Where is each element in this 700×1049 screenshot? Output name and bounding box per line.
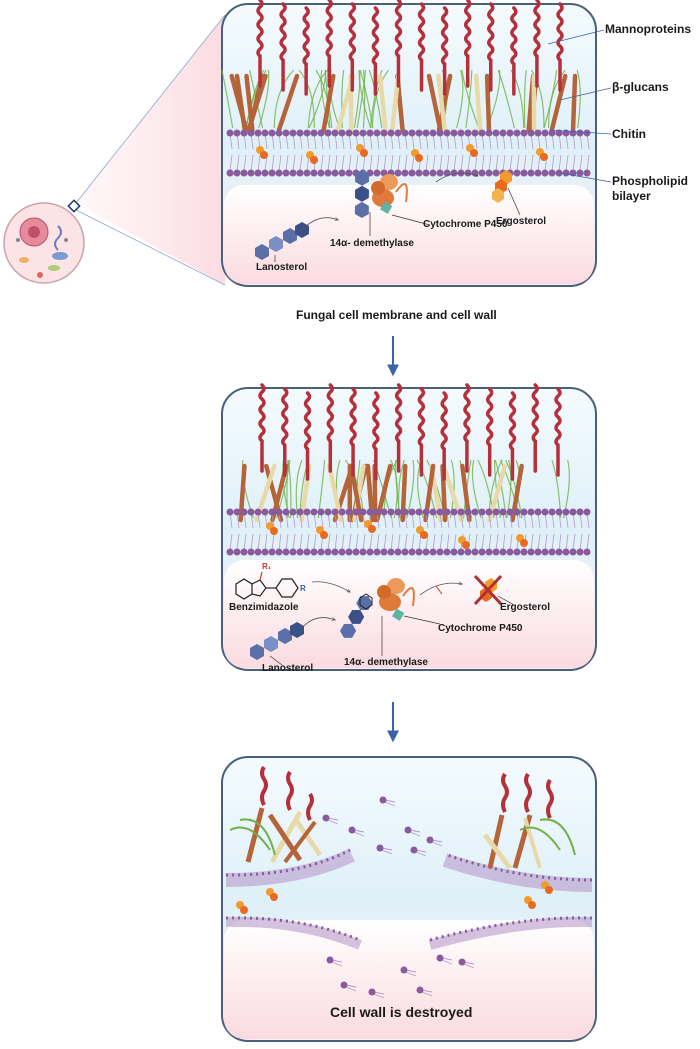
panel2-ergosterol-label: Ergosterol xyxy=(500,602,551,613)
broken-membrane-left xyxy=(225,848,362,950)
mannoprotein-row-2 xyxy=(258,383,562,481)
lipid-debris xyxy=(322,796,475,999)
membrane-ergosterols-2 xyxy=(266,520,528,549)
legend-mannoproteins: Mannoproteins xyxy=(605,22,691,36)
zoom-line-bottom xyxy=(75,209,226,286)
panel1-lanosterol-label: Lanosterol xyxy=(256,262,308,273)
legend-beta-glucans: β-glucans xyxy=(612,80,669,94)
legend-chitin: Chitin xyxy=(612,127,646,141)
broken-membrane-right xyxy=(428,853,593,950)
ergosterol-blocked xyxy=(473,574,503,606)
ergosterol-product-1 xyxy=(492,170,512,203)
arrow-enzyme-to-ergosterol-1 xyxy=(435,172,478,183)
cyp51-enzyme-1 xyxy=(371,174,408,214)
legend-bilayer: bilayer xyxy=(612,189,651,203)
arrow-benzimidazole-to-enzyme xyxy=(311,581,350,592)
zoom-line-top xyxy=(75,14,226,204)
panel-destroyed-wall xyxy=(221,756,597,1042)
cell-illustration xyxy=(3,199,85,284)
arrow-lanosterol-to-enzyme-1 xyxy=(299,218,338,233)
panel2-demethylase-label: 14α- demethylase xyxy=(344,657,428,668)
wall-remnant-right xyxy=(483,772,576,909)
zoom-cone xyxy=(76,15,225,285)
panel1-ergosterol-label: Ergosterol xyxy=(496,216,547,227)
panel-intact-membrane xyxy=(221,0,612,287)
blocked-arrow xyxy=(419,583,462,596)
arrow-lanosterol-to-enzyme-2 xyxy=(299,618,335,631)
panel2-cytochrome-label: Cytochrome P450 xyxy=(438,623,523,634)
panel1-demethylase-label: 14α- demethylase xyxy=(330,238,414,249)
membrane-ergosterols-1 xyxy=(256,144,548,164)
bound-sterol-1 xyxy=(354,169,369,218)
panel1-caption: Fungal cell membrane and cell wall xyxy=(296,308,497,322)
panel2-lanosterol-label: Lanosterol xyxy=(262,663,314,674)
cyp51-enzyme-2 xyxy=(359,578,415,621)
lanosterol-molecule-2 xyxy=(250,622,304,660)
panel-benzimidazole-inhibition xyxy=(221,383,597,671)
mannoprotein-row-1 xyxy=(256,0,564,96)
legend-phospholipid: Phospholipid xyxy=(612,174,688,188)
benzimidazole-structure xyxy=(235,571,299,600)
panel1-cytochrome-label: Cytochrome P450 xyxy=(423,219,508,230)
wall-remnant-left xyxy=(229,765,323,914)
phospholipid-bilayer-2 xyxy=(226,508,591,556)
benzimidazole-r-group: R xyxy=(300,584,306,593)
panel3-caption: Cell wall is destroyed xyxy=(330,1004,473,1020)
panel2-benzimidazole-label: Benzimidazole xyxy=(229,602,299,613)
benzimidazole-r1-group: R₁ xyxy=(262,562,272,571)
